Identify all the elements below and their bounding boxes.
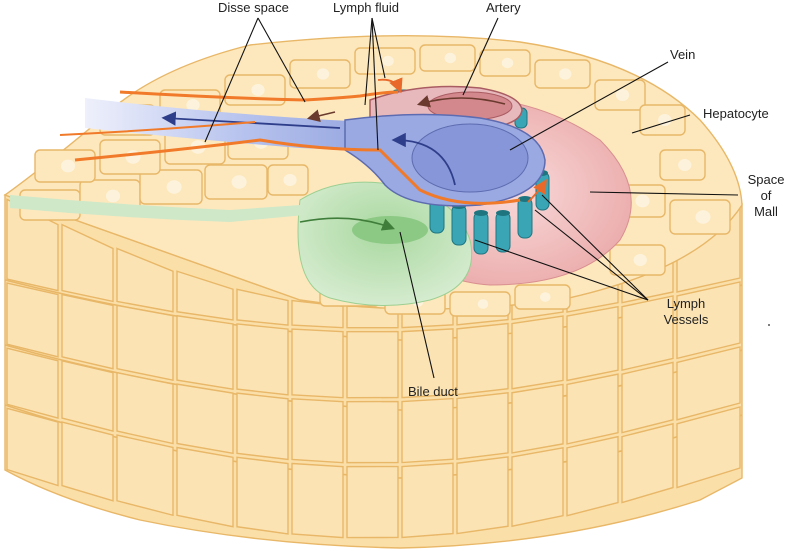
hepatocyte-cell	[566, 435, 619, 517]
vein-inflow-arrow-icon	[306, 109, 336, 122]
hepatocyte-nucleus	[501, 57, 514, 69]
hepatocyte-nucleus	[678, 159, 692, 171]
hepatocyte-nucleus	[251, 84, 265, 96]
hepatocyte-cell	[401, 397, 454, 464]
hepatocyte-cell	[511, 383, 564, 454]
hepatocyte-cell	[61, 223, 114, 303]
hepatocyte-cell	[176, 270, 234, 321]
hepatocyte-cell	[61, 293, 114, 370]
disse-space-lines	[59, 77, 547, 205]
disse-space-label: Disse space	[218, 0, 289, 15]
space-of-mall-label-line3: Mall	[754, 204, 778, 219]
hepatocyte-nucleus	[231, 175, 247, 189]
hepatocyte-nucleus	[283, 174, 297, 186]
hepatocyte-cell	[676, 281, 741, 360]
bile-canal-strip	[10, 195, 305, 222]
lymph-vessels-label-line2: Vessels	[663, 312, 709, 327]
hepatocyte-cell	[346, 330, 399, 399]
artery-flow-arrow-icon	[416, 95, 506, 108]
hepatocyte-cell	[6, 282, 59, 358]
hepatocyte-nucleus	[316, 68, 330, 80]
lymph-fluid-arrow-icon-2	[527, 178, 547, 203]
artery-label: Artery	[486, 0, 521, 15]
hepatocyte-cell	[291, 398, 344, 464]
vein-label: Vein	[670, 47, 696, 62]
hepatocyte-cell	[176, 383, 234, 455]
lymph-fluid-arrow-icon	[377, 77, 403, 94]
space-of-mall-label-line2: of	[760, 188, 772, 203]
hepatocyte-nucleus	[633, 254, 647, 266]
hepatocyte-cell	[401, 328, 454, 399]
bile-duct-label: Bile duct	[408, 384, 458, 399]
hepatocyte-nucleus	[166, 180, 182, 194]
hepatocyte-nucleus	[615, 89, 630, 101]
lymph-fluid-label: Lymph fluid	[333, 0, 399, 15]
stray-dot	[768, 324, 770, 326]
hepatocyte-cell	[6, 407, 59, 487]
lymph-vessels-label-line1: Lymph	[666, 296, 706, 311]
space-of-mall-label-line1: Space	[747, 172, 785, 187]
hepatocyte-cell	[6, 347, 59, 419]
hepatocyte-nucleus	[559, 68, 572, 80]
vein	[85, 98, 546, 207]
hepatocyte-cell	[116, 304, 174, 381]
hepatocyte-cell	[621, 295, 674, 372]
hepatocyte-cell	[116, 434, 174, 517]
space-of-mall-label: Space of Mall	[736, 172, 796, 220]
hepatocyte-cell	[456, 322, 509, 396]
hepatocyte-cell	[456, 391, 509, 461]
hepatocyte-cell	[456, 456, 509, 535]
hepatocyte-cell	[61, 359, 114, 432]
hepatocyte-cell	[291, 328, 344, 399]
hepatocyte-cell	[566, 305, 619, 382]
vein-flow-arrow-icon	[391, 132, 456, 186]
hepatocyte-cell	[676, 406, 741, 489]
hepatocyte-cell	[176, 314, 234, 390]
hepatocyte-nucleus	[382, 55, 394, 67]
hepatocyte-nucleus	[186, 99, 200, 111]
hepatocyte-cell	[511, 447, 564, 528]
hepatocyte-cell	[621, 422, 674, 504]
hepatocyte-cell	[291, 462, 344, 539]
hepatocyte-cell	[116, 371, 174, 445]
hepatocyte-cell	[621, 361, 674, 434]
hepatocyte-nucleus	[477, 299, 489, 309]
hepatocyte-nucleus	[444, 52, 456, 64]
bile-flow-arrow-icon	[299, 217, 395, 231]
hepatocyte-cell	[676, 346, 741, 421]
hepatocyte-nucleus	[105, 189, 121, 203]
hepatocyte-label: Hepatocyte	[703, 106, 769, 121]
hepatocyte-cell	[236, 323, 289, 396]
hepatocyte-cell	[401, 462, 454, 539]
hepatocyte-cell	[511, 315, 564, 390]
hepatocyte-nucleus	[60, 159, 76, 173]
hepatocyte-cell	[346, 465, 399, 539]
hepatocyte-cell	[176, 446, 234, 528]
hepatocyte-cell	[116, 247, 174, 313]
hepatocyte-nucleus	[635, 194, 650, 208]
hepatocyte-cell	[236, 392, 289, 461]
hepatocyte-cell	[236, 456, 289, 535]
leader-lines	[204, 17, 739, 379]
hepatocyte-nucleus	[658, 114, 672, 126]
hepatocyte-cell	[346, 400, 399, 464]
hepatocyte-nucleus	[539, 292, 551, 302]
hepatocyte-cell	[61, 421, 114, 502]
hepatocyte-cell	[566, 373, 619, 445]
hepatocyte-nucleus	[695, 210, 711, 224]
hepatocyte-cell	[236, 288, 289, 326]
lymph-vessels-label: Lymph Vessels	[648, 296, 724, 328]
